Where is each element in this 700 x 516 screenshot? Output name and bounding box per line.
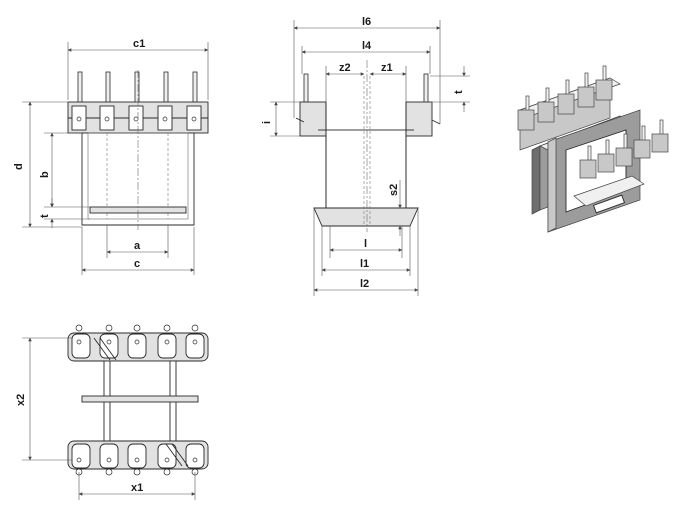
iso-front-pins: [579, 119, 669, 179]
dim-label-t-front: t: [39, 214, 51, 218]
isometric-view: [517, 65, 669, 233]
dim-label-l1: l1: [360, 258, 369, 270]
side-view: l6 l4 z2 z1 t i s2 l l1 l2: [261, 16, 470, 296]
dim-label-l4: l4: [362, 40, 372, 52]
front-pins: [77, 71, 198, 105]
side-core-body: [325, 129, 407, 211]
dim-label-a: a: [134, 240, 141, 252]
side-right-flange: [405, 101, 433, 137]
dim-label-c1: c1: [133, 38, 145, 50]
dim-label-z2: z2: [339, 62, 351, 74]
dim-label-b: b: [39, 171, 51, 178]
top-upper-pins: [71, 324, 205, 359]
dim-label-l: l: [364, 238, 367, 250]
dim-label-d: d: [13, 163, 25, 170]
side-left-flange: [299, 101, 327, 137]
top-view: x2 x1: [15, 324, 209, 500]
top-lower-pins: [71, 443, 205, 476]
dim-label-z1: z1: [381, 62, 393, 74]
dim-label-t-side: t: [453, 90, 465, 94]
front-pin-blocks: [71, 105, 202, 131]
dim-label-x2: x2: [15, 394, 27, 406]
dim-label-l6: l6: [362, 16, 371, 28]
iso-back-pins: [517, 65, 613, 131]
dim-label-c: c: [134, 258, 140, 270]
dim-label-s2: s2: [388, 184, 400, 196]
dim-label-l2: l2: [360, 278, 369, 290]
dim-label-i: i: [261, 121, 273, 124]
front-view: c1 d b t a c: [13, 38, 209, 275]
dim-label-x1: x1: [131, 482, 143, 494]
